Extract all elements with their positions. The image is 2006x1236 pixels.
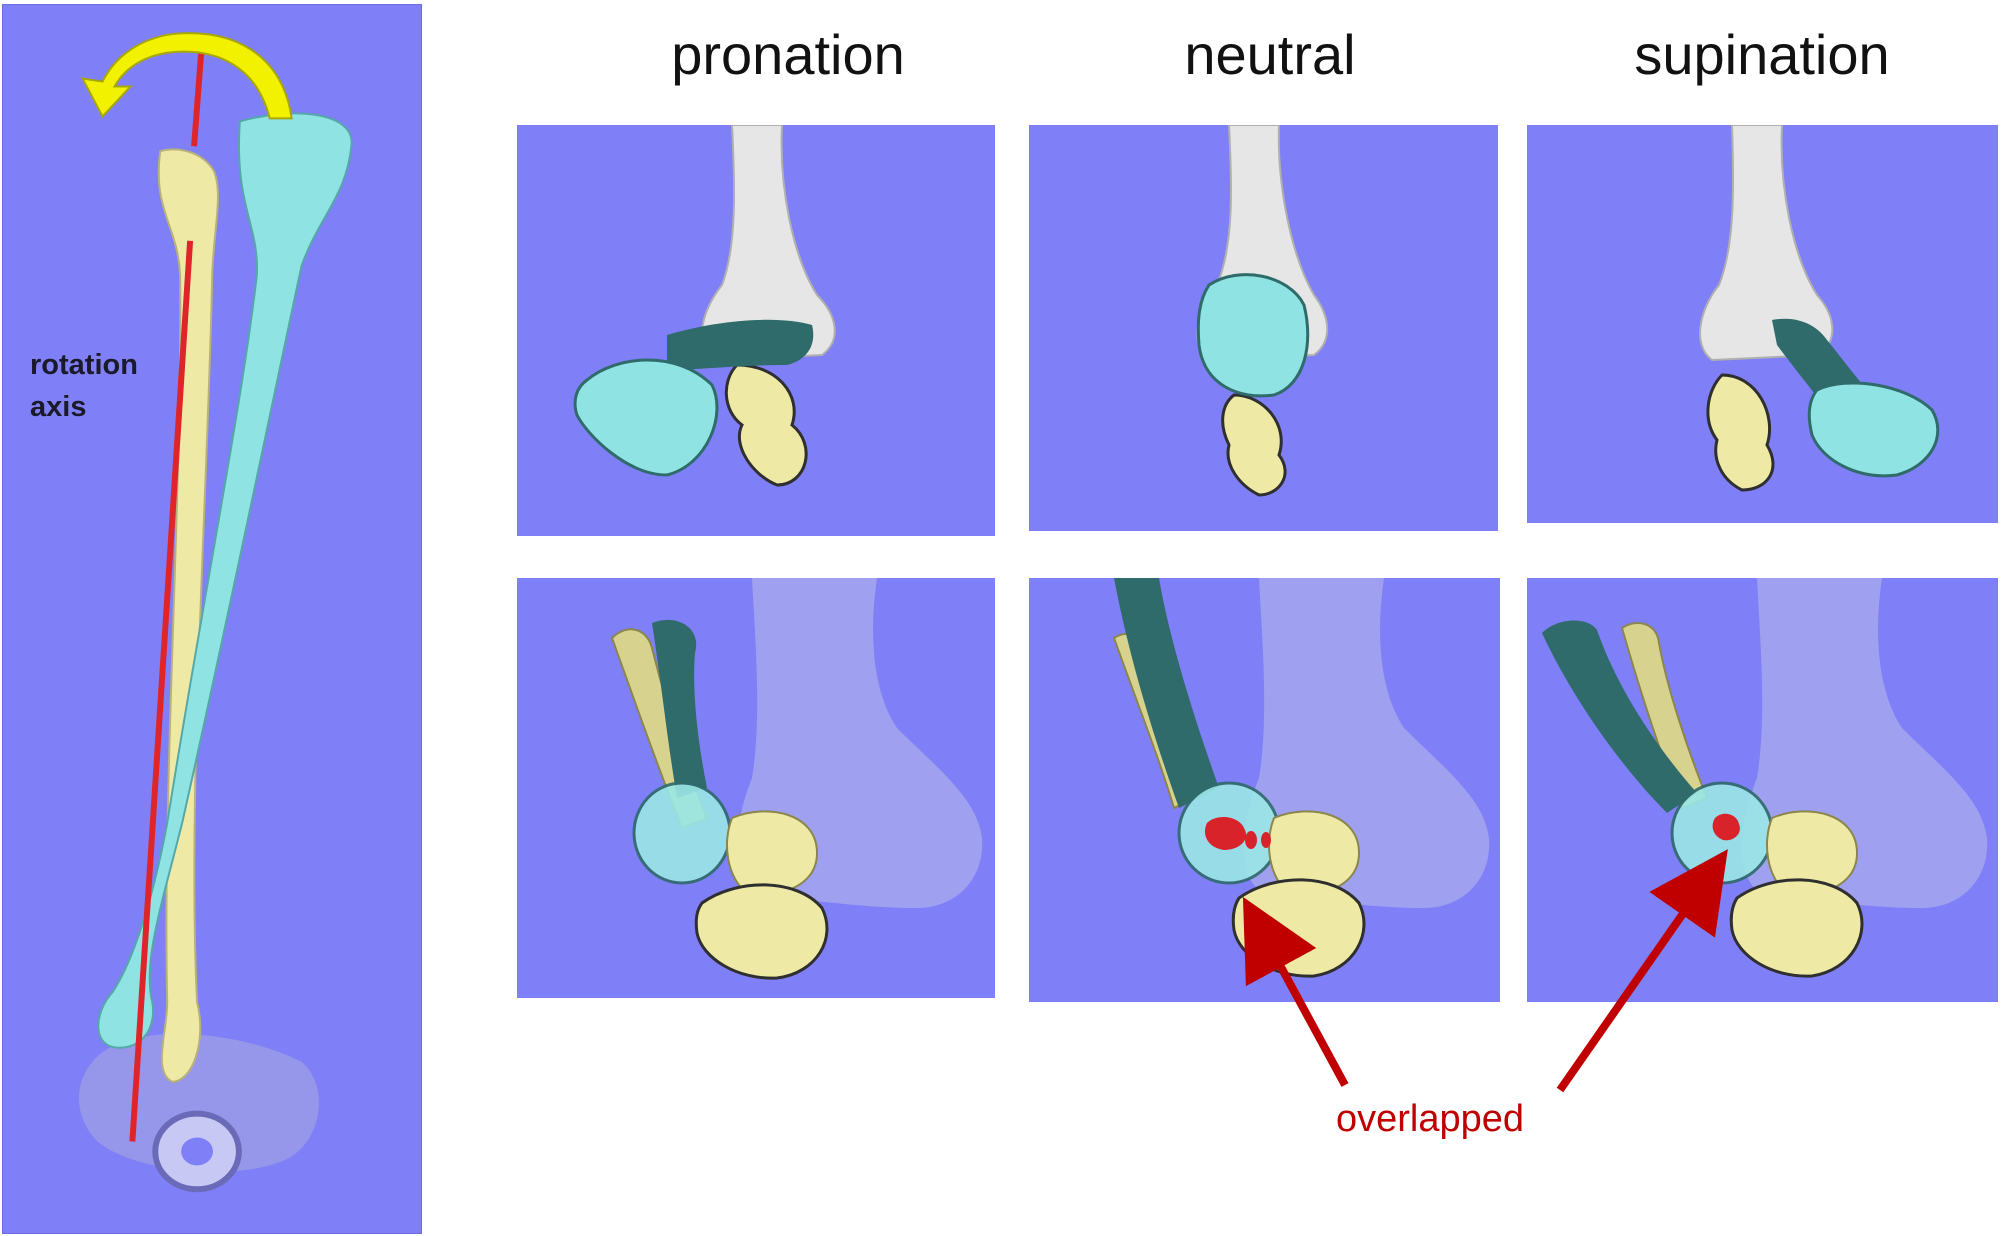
rotation-axis-line xyxy=(191,40,206,147)
rotation-axis-line-lower xyxy=(129,240,194,1142)
panel-top-supination xyxy=(1527,125,1998,523)
rotation-axis-label-line2: axis xyxy=(30,391,87,424)
radius-head xyxy=(1807,381,1940,478)
ulna-bone xyxy=(724,363,808,487)
trochlea xyxy=(694,883,829,980)
overlap-marker xyxy=(1204,816,1247,850)
radius-head xyxy=(632,781,732,885)
radius-shaft xyxy=(652,619,707,798)
panel-top-neutral xyxy=(1029,125,1498,531)
elbow-oblique-view-supination xyxy=(1542,578,1988,978)
rotation-arrow-icon xyxy=(80,32,293,120)
forearm-overview-panel xyxy=(2,4,422,1234)
panel-top-pronation xyxy=(517,125,995,536)
elbow-front-view-neutral xyxy=(1196,125,1329,497)
ulna-bone xyxy=(1620,622,1709,810)
elbow-front-view-pronation xyxy=(573,125,836,487)
overlap-label: overlapped xyxy=(1335,1098,1525,1140)
radius-shaft xyxy=(1114,578,1219,808)
forearm-illustration xyxy=(78,32,353,1193)
elbow-oblique-view-pronation xyxy=(610,578,983,980)
elbow-oblique-view-neutral xyxy=(1112,578,1490,978)
rotation-axis-label: rotation axis xyxy=(30,344,190,428)
trochlea xyxy=(1231,878,1366,978)
overlap-marker xyxy=(1712,813,1740,841)
overlap-marker-small xyxy=(1261,832,1271,848)
radius-shaft xyxy=(1542,620,1697,813)
radius-head xyxy=(1196,273,1310,398)
capitulum xyxy=(726,810,819,896)
panel-bottom-neutral xyxy=(1029,578,1500,1002)
humerus-bone xyxy=(701,125,836,362)
column-title-supination: supination xyxy=(1634,23,1890,86)
ulna-bone xyxy=(1706,373,1775,492)
elbow-front-view-supination xyxy=(1699,125,1940,492)
radius-shaft xyxy=(667,319,814,370)
rotation-axis-label-line1: rotation xyxy=(30,349,138,381)
column-title-pronation: pronation xyxy=(671,23,905,86)
humerus-bone xyxy=(1699,125,1834,362)
radius-head xyxy=(573,358,719,477)
overlap-marker-small xyxy=(1245,831,1257,849)
panel-bottom-pronation xyxy=(517,578,995,998)
panel-bottom-supination xyxy=(1527,578,1998,1002)
radius-bone xyxy=(97,112,353,1049)
ulna-bone xyxy=(1221,393,1287,497)
capitulum xyxy=(1268,810,1361,896)
capitulum xyxy=(1766,810,1859,896)
trochlea xyxy=(1729,878,1864,978)
column-title-neutral: neutral xyxy=(1184,23,1356,86)
